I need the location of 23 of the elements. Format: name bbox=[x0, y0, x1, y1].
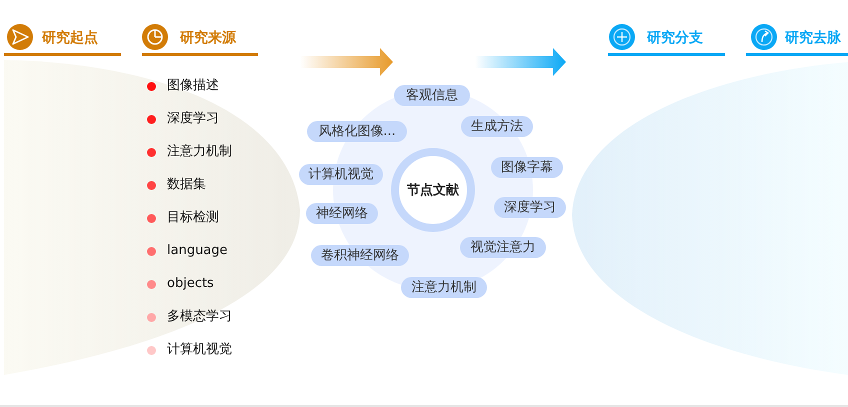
keyword-text: 目标检测 bbox=[167, 209, 219, 227]
topic-pill: 风格化图像... bbox=[307, 121, 407, 142]
heading-title: 研究分支 bbox=[647, 29, 703, 47]
heading-title: 研究起点 bbox=[42, 29, 98, 47]
topic-pill: 客观信息 bbox=[394, 85, 470, 106]
heading-title: 研究去脉 bbox=[785, 29, 841, 47]
keyword-text: 多模态学习 bbox=[167, 308, 232, 326]
topic-pill: 生成方法 bbox=[461, 116, 533, 137]
keyword-text: 深度学习 bbox=[167, 110, 219, 128]
keyword-text: language bbox=[167, 242, 228, 260]
keyword-text: 计算机视觉 bbox=[167, 341, 232, 359]
keyword-text: 注意力机制 bbox=[167, 143, 232, 161]
topic-pill: 计算机视觉 bbox=[299, 164, 383, 185]
keyword-text: 数据集 bbox=[167, 176, 206, 194]
keyword-text: objects bbox=[167, 275, 214, 293]
topic-pill: 注意力机制 bbox=[401, 277, 487, 298]
topic-pill: 视觉注意力 bbox=[460, 237, 546, 258]
topic-pill: 神经网络 bbox=[306, 203, 378, 224]
topic-pill: 卷积神经网络 bbox=[311, 245, 409, 266]
keyword-text: 图像描述 bbox=[167, 77, 219, 95]
heading-title: 研究来源 bbox=[180, 29, 236, 47]
topic-pill: 深度学习 bbox=[494, 197, 566, 218]
topic-pill: 图像字幕 bbox=[491, 157, 563, 178]
